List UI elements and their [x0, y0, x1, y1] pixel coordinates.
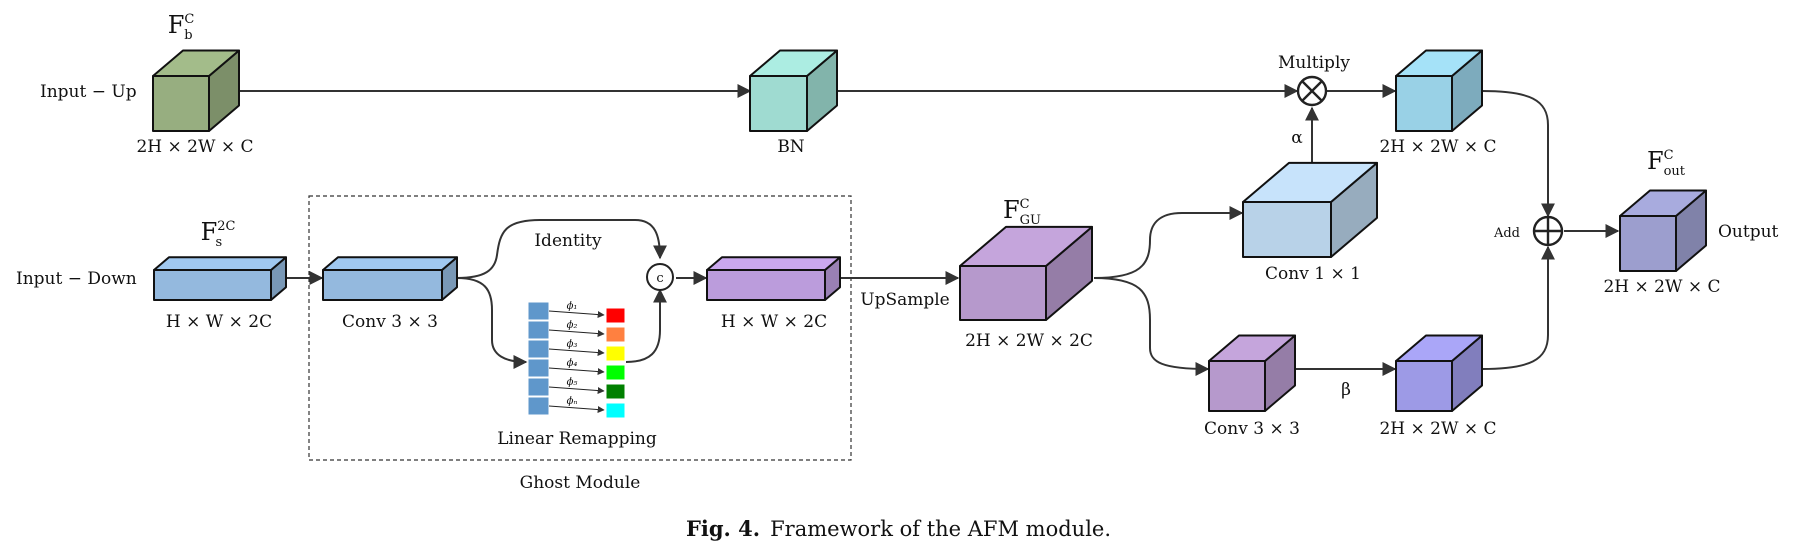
channel-block [527, 396, 550, 416]
bn-label: BN [777, 137, 804, 157]
cuboid-front [1242, 201, 1332, 258]
cuboid-fb [152, 49, 240, 132]
cuboid-fs [153, 256, 287, 301]
ghost-feature-block [605, 326, 626, 343]
upsample-label: UpSample [860, 290, 950, 310]
caption-text: Framework of the AFM module. [770, 517, 1112, 541]
input-up-label: Input − Up [40, 82, 137, 102]
dim-conv-out: 2H × 2W × C [1379, 419, 1496, 439]
cuboid-conv3-ghost [322, 256, 458, 301]
cuboid-front [1395, 360, 1453, 412]
caption-fig-number: Fig. 4. [685, 516, 761, 541]
dim-out: 2H × 2W × C [1603, 277, 1720, 297]
conv1-label: Conv 1 × 1 [1265, 264, 1361, 284]
add-node [1532, 215, 1564, 247]
edge-conv-out-add [1481, 245, 1555, 370]
phi-arrow [548, 405, 605, 414]
phi-arrow [548, 329, 605, 338]
dim-down-in: H × W × 2C [166, 312, 272, 332]
cuboid-conv1 [1242, 161, 1378, 258]
phi-arrow [548, 367, 605, 376]
linear-remapping-block: ϕ₁ ϕ₂ ϕ₃ ϕ₄ ϕ₅ ϕₙ [527, 301, 626, 419]
beta-label: β [1341, 380, 1351, 400]
cuboid-front [1619, 215, 1677, 272]
channel-block [527, 301, 550, 321]
conv3-label: Conv 3 × 3 [1204, 419, 1300, 439]
channel-block [527, 320, 550, 340]
dim-up-in: 2H × 2W × C [136, 137, 253, 157]
concat-node: c [646, 263, 674, 291]
edge-mult-out-add [1481, 90, 1555, 218]
cuboid-top [322, 256, 458, 271]
linear-remapping-label: Linear Remapping [497, 429, 657, 449]
dim-mult-out: 2H × 2W × C [1379, 137, 1496, 157]
cuboid-ghost-out [706, 256, 841, 301]
dim-fgu: 2H × 2W × 2C [965, 331, 1093, 351]
multiply-label: Multiply [1278, 53, 1350, 73]
cuboid-front [1395, 75, 1453, 132]
edge-remap-concat [625, 288, 667, 363]
ghost-module-region [308, 195, 852, 461]
phi-arrow [548, 386, 605, 395]
conv3-ghost-label: Conv 3 × 3 [342, 312, 438, 332]
cuboid-bn [749, 49, 838, 132]
ghost-feature-block [605, 364, 626, 381]
cuboid-front [749, 75, 808, 132]
ghost-feature-block [605, 345, 626, 362]
phi-label: ϕ₅ [567, 377, 578, 388]
cuboid-front [959, 265, 1047, 321]
channel-block [527, 377, 550, 397]
cuboid-conv3 [1208, 334, 1296, 412]
ghost-feature-block [605, 383, 626, 400]
edge-fgu-conv3 [1093, 277, 1210, 376]
edge-identity [456, 219, 667, 279]
edges [239, 84, 1620, 376]
ghost-feature-block [605, 307, 626, 324]
channel-block [527, 339, 550, 359]
multiply-node [1296, 75, 1328, 107]
alpha-label: α [1291, 128, 1303, 148]
edge-fgu-conv1 [1093, 206, 1244, 279]
cuboid-top [153, 256, 287, 271]
edge-conv-remap [456, 277, 528, 369]
phi-arrow [548, 310, 605, 319]
dim-ghost-out: H × W × 2C [721, 312, 827, 332]
figure-caption: Fig. 4. Framework of the AFM module. [0, 516, 1797, 541]
phi-label: ϕₙ [567, 396, 578, 407]
add-label: Add [1493, 226, 1520, 241]
input-down-label: Input − Down [16, 269, 137, 289]
cuboid-front [706, 269, 826, 301]
cuboid-top [706, 256, 841, 271]
cuboid-out [1619, 189, 1707, 272]
channel-block [527, 358, 550, 378]
phi-arrow [548, 348, 605, 357]
phi-label: ϕ₃ [567, 339, 578, 350]
cuboid-mult-out [1395, 49, 1483, 132]
phi-label: ϕ₁ [567, 301, 578, 312]
cuboid-front [322, 269, 443, 301]
ghost-module-label: Ghost Module [520, 473, 641, 493]
ghost-feature-block [605, 402, 626, 419]
identity-label: Identity [534, 231, 602, 251]
cuboid-front [153, 269, 272, 301]
phi-label: ϕ₂ [567, 320, 578, 331]
output-label: Output [1718, 222, 1779, 242]
cuboid-front [152, 75, 210, 132]
cuboid-front [1208, 360, 1266, 412]
cuboid-fgu [959, 225, 1093, 321]
cuboid-conv-out [1395, 334, 1483, 412]
phi-label: ϕ₄ [567, 358, 578, 369]
afm-diagram: ϕ₁ ϕ₂ ϕ₃ ϕ₄ ϕ₅ ϕₙ c Input − Up Input − Down F… [16, 11, 1779, 493]
concat-label: c [656, 271, 663, 286]
